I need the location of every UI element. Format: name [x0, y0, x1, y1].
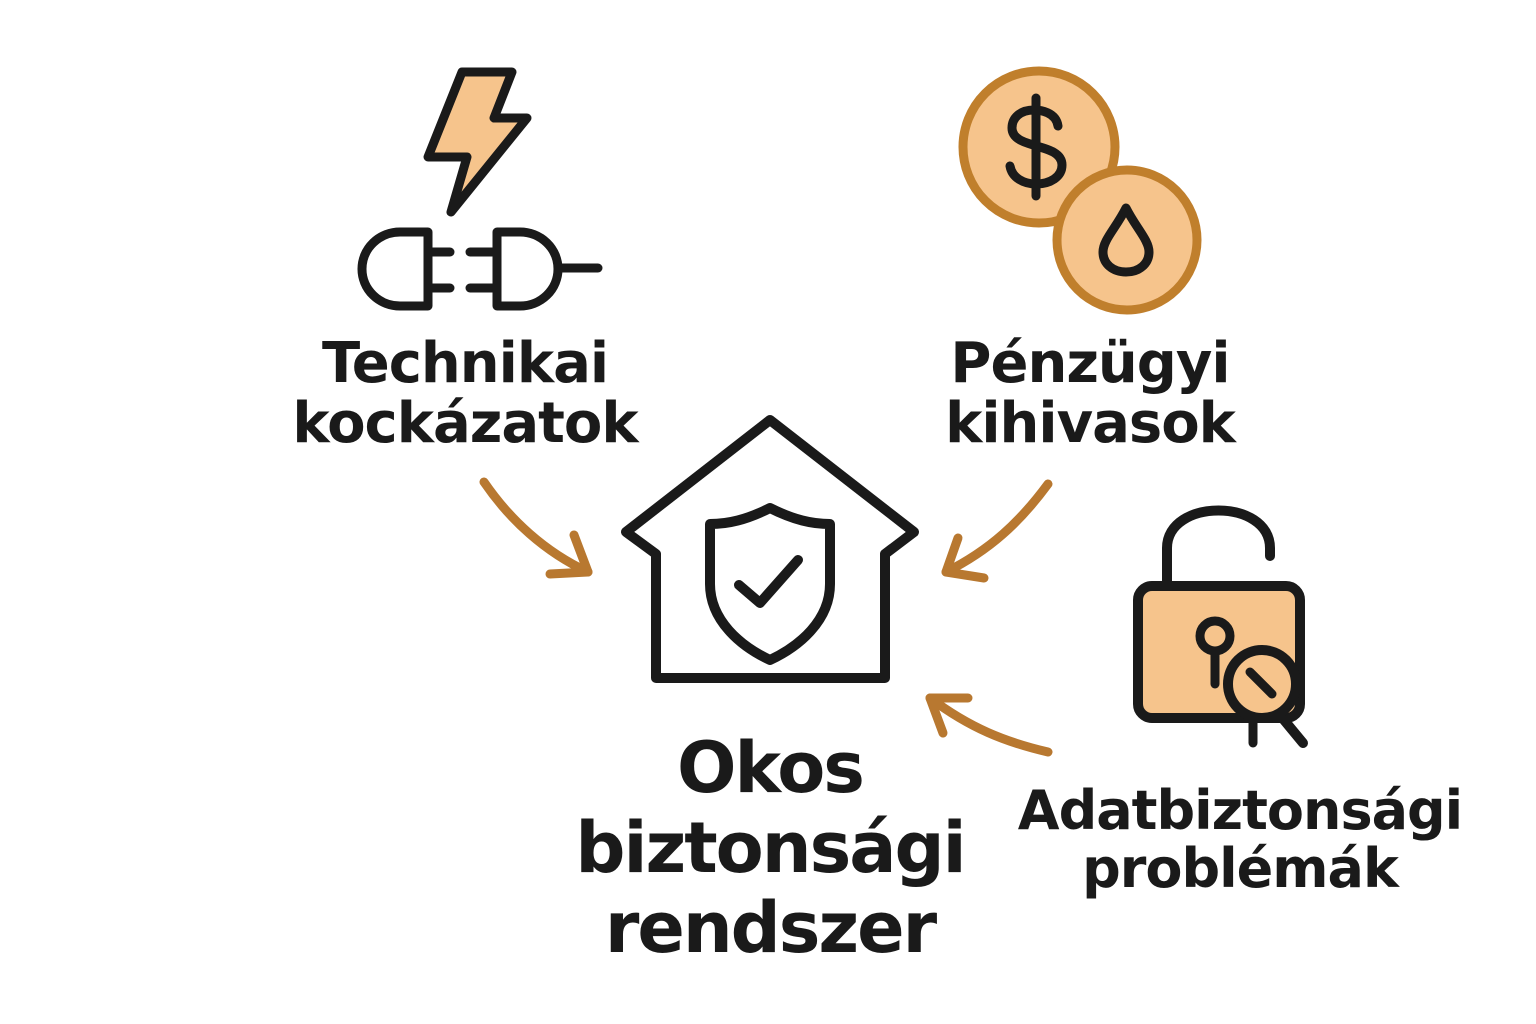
- label-financial-challenges: Pénzügyi kihivasok: [945, 331, 1236, 456]
- oil-drop-coin-icon: [1052, 165, 1202, 315]
- plug-icon: [357, 227, 603, 311]
- center-title: Okos biztonsági rendszer: [575, 727, 966, 969]
- label-technical-risks: Technikai kockázatok: [292, 331, 638, 456]
- house-shield-check-icon: [621, 415, 919, 683]
- arrow-financial-to-center: [941, 479, 1053, 583]
- magnifier-icon: [1223, 645, 1308, 748]
- label-data-security-problems: Adatbiztonsági problémák: [1017, 779, 1463, 900]
- arrow-data-to-center: [925, 693, 1053, 757]
- lightning-icon: [423, 67, 532, 217]
- arrow-technical-to-center: [479, 477, 593, 579]
